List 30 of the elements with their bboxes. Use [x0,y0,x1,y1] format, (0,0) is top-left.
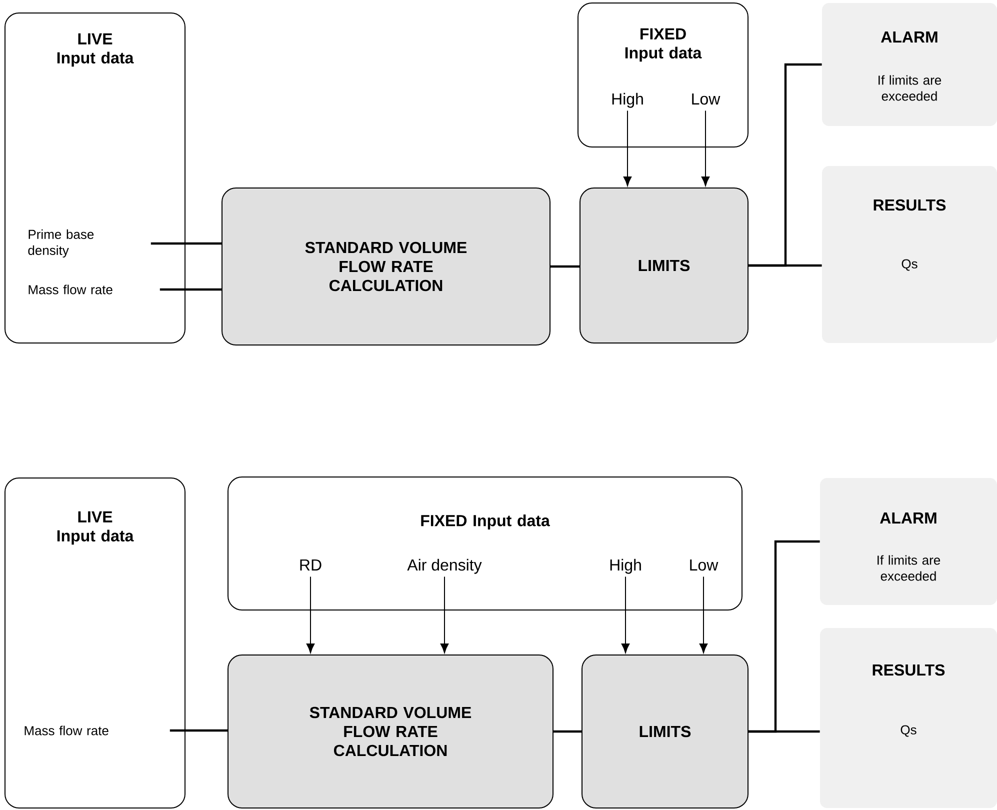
connector [748,264,822,267]
connector [306,576,315,654]
input-label: Low [692,93,720,105]
input-label: High [612,92,643,108]
input-label: Prime base density [28,229,94,258]
connector [623,110,632,186]
connector [554,730,582,733]
input-label: Mass flow rate [28,284,112,294]
output-box: ALARM If limits are exceeded [822,3,997,126]
input-label: RD [300,559,322,570]
process-box: LIMITS [582,654,748,808]
connector [160,288,222,291]
input-label: Mass flow rate [24,726,108,736]
input-label: Air density [407,558,482,574]
connector [550,265,580,268]
connector [170,729,228,732]
output-box: ALARM If limits are exceeded [820,478,997,605]
connector [621,576,630,654]
process-box: LIMITS [580,188,748,344]
connector [748,730,820,733]
output-box: RESULTS Qs [822,166,997,343]
connector [701,110,710,186]
process-box: STANDARD VOLUME FLOW RATE CALCULATION [228,654,554,808]
input-label: Low [690,559,718,571]
connector [699,576,708,654]
connector [150,242,222,245]
process-box: STANDARD VOLUME FLOW RATE CALCULATION [222,188,550,346]
input-label: High [610,558,641,574]
output-box: RESULTS Qs [820,628,997,808]
connector [440,576,449,654]
